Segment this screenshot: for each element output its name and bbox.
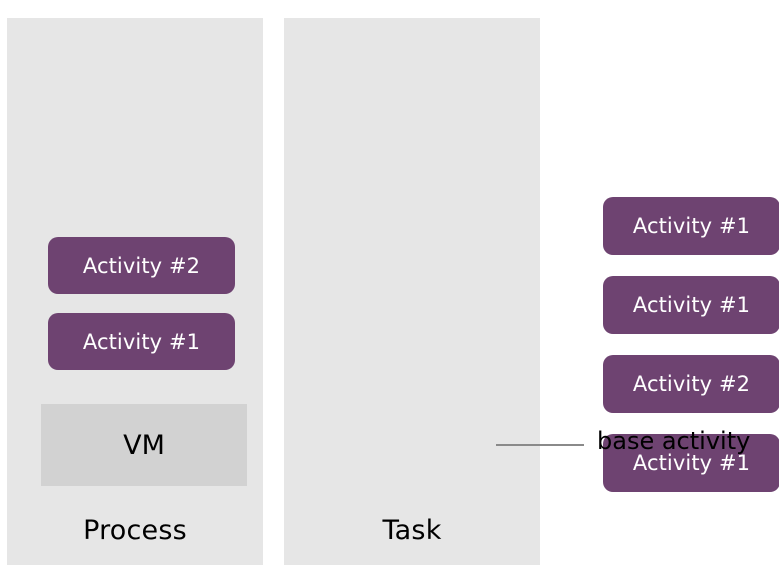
task-activity-box-second: Activity #1 bbox=[603, 276, 779, 334]
process-activity-box-2: Activity #2 bbox=[48, 237, 235, 294]
task-panel-label: Task bbox=[382, 515, 442, 546]
task-activity-box-base: Activity #1 bbox=[603, 434, 779, 492]
task-activity-box-third: Activity #2 bbox=[603, 355, 779, 413]
process-panel: Activity #2 Activity #1 VM Process bbox=[7, 18, 263, 565]
base-activity-leader-line bbox=[496, 444, 584, 446]
task-panel: Activity #1 Activity #1 Activity #2 Acti… bbox=[284, 18, 779, 565]
process-panel-label: Process bbox=[83, 515, 187, 546]
process-activity-box-1: Activity #1 bbox=[48, 313, 235, 370]
base-activity-label: base activity bbox=[597, 427, 751, 455]
task-activity-box-top: Activity #1 bbox=[603, 197, 779, 255]
vm-block: VM bbox=[41, 404, 247, 486]
